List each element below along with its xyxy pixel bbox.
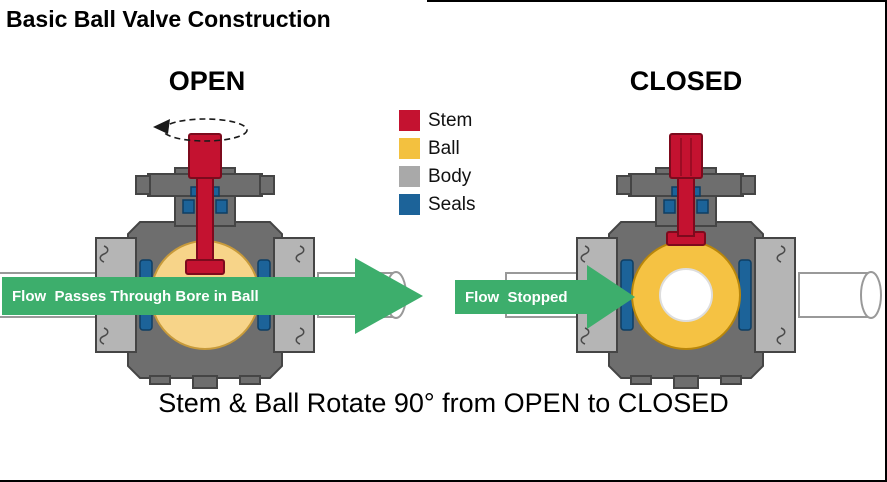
frame-border-top <box>427 0 887 2</box>
frame-border-right <box>885 0 887 482</box>
pipe-right <box>798 271 882 319</box>
page-title: Basic Ball Valve Construction <box>6 6 331 32</box>
legend-swatch-ball <box>399 138 420 159</box>
closed-valve-diagram <box>505 133 882 389</box>
legend-swatch-seals <box>399 194 420 215</box>
flange-right <box>754 237 796 353</box>
open-flow-arrow: Flow Passes Through Bore in Ball <box>2 277 355 315</box>
legend-item-body: Body <box>399 166 476 187</box>
rotation-arrow-icon <box>153 118 248 142</box>
caption-text: Stem & Ball Rotate 90° from OPEN to CLOS… <box>158 388 729 418</box>
legend-item-stem: Stem <box>399 110 476 131</box>
legend-label: Stem <box>428 110 473 131</box>
closed-flow-arrow-label: Flow Stopped <box>465 288 568 306</box>
open-flow-arrow-label: Flow Passes Through Bore in Ball <box>12 287 259 305</box>
open-flow-arrowhead-icon <box>355 258 423 334</box>
stem-shape <box>666 133 706 246</box>
frame-border-bottom <box>0 480 887 482</box>
closed-flow-arrow: Flow Stopped <box>455 280 587 314</box>
ball-closed-shape <box>631 240 741 350</box>
stem-shape <box>185 133 225 275</box>
closed-valve-heading: CLOSED <box>629 66 743 96</box>
legend-label: Ball <box>428 138 460 159</box>
legend-swatch-stem <box>399 110 420 131</box>
legend-label: Seals <box>428 194 476 215</box>
open-valve-heading: OPEN <box>168 66 246 96</box>
closed-flow-arrowhead-icon <box>587 265 635 329</box>
legend-item-seals: Seals <box>399 194 476 215</box>
open-valve-diagram <box>0 118 407 389</box>
legend-swatch-body <box>399 166 420 187</box>
legend-label: Body <box>428 166 472 187</box>
legend-item-ball: Ball <box>399 138 476 159</box>
